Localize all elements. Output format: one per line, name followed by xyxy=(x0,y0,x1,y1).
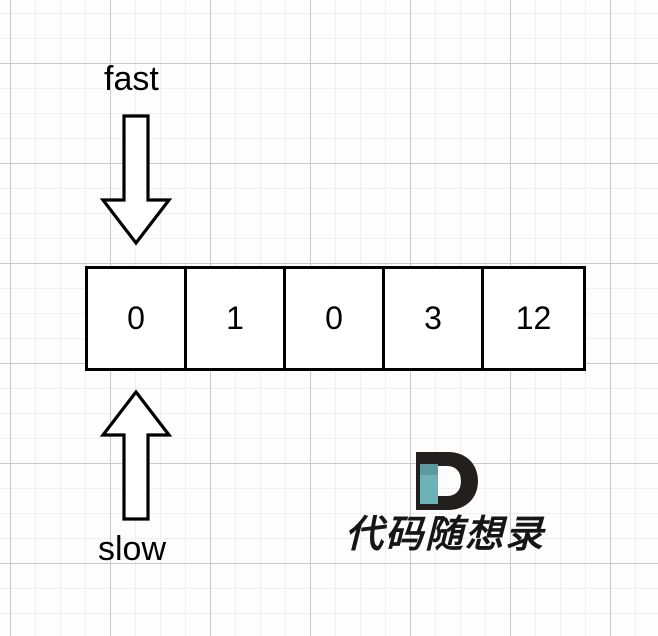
watermark-text: 代码随想录 xyxy=(345,511,546,556)
logo-d-icon xyxy=(408,452,478,510)
array-cell: 0 xyxy=(88,269,187,368)
pointer-label-slow: slow xyxy=(98,530,167,568)
logo-accent-bar-shade xyxy=(419,464,438,475)
watermark: 代码随想录 xyxy=(345,452,546,567)
logo-d-glyph xyxy=(415,452,478,510)
up-arrow-slow-icon xyxy=(99,389,172,521)
array-cell: 0 xyxy=(286,269,385,368)
down-arrow-fast-icon xyxy=(99,114,172,246)
array-cell: 12 xyxy=(484,269,583,368)
pointer-label-fast: fast xyxy=(104,60,159,98)
array-container: 0 1 0 3 12 xyxy=(85,266,586,371)
array-cell: 3 xyxy=(385,269,484,368)
array-cell: 1 xyxy=(187,269,286,368)
